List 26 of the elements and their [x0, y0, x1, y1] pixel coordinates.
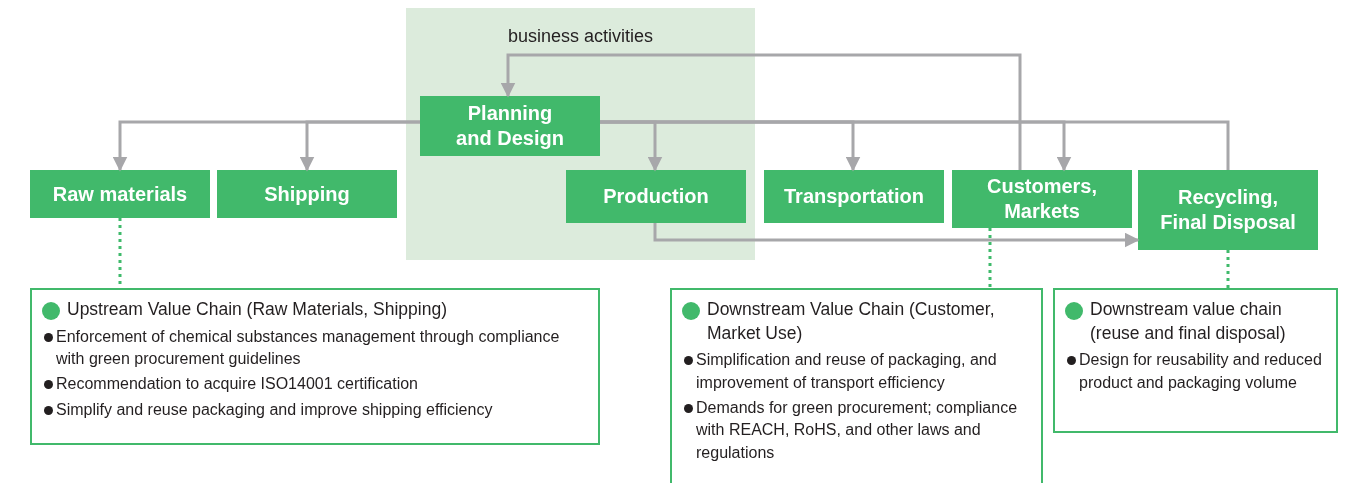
bullet-item: Design for reusability and reduced product and packaging volume: [1065, 349, 1326, 395]
connector-line: [1226, 250, 1230, 288]
process-box: Transportation: [764, 170, 944, 223]
process-box: Production: [566, 170, 746, 223]
process-box: Shipping: [217, 170, 397, 218]
process-box: Raw materials: [30, 170, 210, 218]
connector-line: [988, 228, 992, 288]
business-area-band: [406, 8, 755, 260]
arrow: [653, 223, 1140, 248]
info-panel: [30, 288, 600, 445]
panel-heading: Upstream Value Chain (Raw Materials, Shipping): [42, 298, 588, 322]
arrow: [500, 53, 1022, 170]
panel-heading: Downstream Value Chain (Customer, Market Use): [682, 298, 1031, 346]
info-panel: [1053, 288, 1338, 433]
process-box: Customers, Markets: [952, 170, 1132, 228]
arrow: [299, 120, 420, 172]
bullet-item: Recommendation to acquire ISO14001 certification: [42, 373, 588, 396]
info-panel: [670, 288, 1043, 483]
process-box: Recycling, Final Disposal: [1138, 170, 1318, 250]
panel-heading: Downstream value chain (reuse and final disposal): [1065, 298, 1326, 346]
area-label: business activities: [506, 26, 655, 47]
bullet-item: Enforcement of chemical substances management through compliance with green procurement guidelines: [42, 325, 588, 371]
bullet-item: Simplify and reuse packaging and improve shipping efficiency: [42, 398, 588, 422]
process-box: Planning and Design: [420, 96, 600, 156]
bullet-item: Simplification and reuse of packaging, and improvement of transport efficiency: [682, 349, 1031, 395]
bullet-item: Demands for green procurement; compliance with REACH, RoHS, and other laws and regulations: [682, 397, 1031, 465]
